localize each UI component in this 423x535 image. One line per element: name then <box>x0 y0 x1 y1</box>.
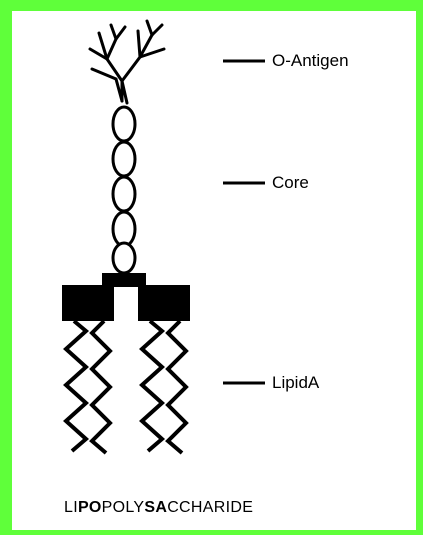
title-seg-2: PO <box>78 499 102 516</box>
title-seg-3: POLY <box>102 499 145 516</box>
core-oligosaccharide <box>113 107 135 273</box>
lipid-a-label: LipidA <box>272 373 319 393</box>
title-seg-4: SA <box>144 499 167 516</box>
lipopolysaccharide-diagram <box>12 11 416 530</box>
o-antigen-label: O-Antigen <box>272 51 349 71</box>
diagram-title: LIPOPOLYSACCHARIDE <box>64 499 253 517</box>
core-label: Core <box>272 173 309 193</box>
leader-lines <box>223 61 265 383</box>
title-seg-5: CCHARIDE <box>167 499 253 516</box>
o-antigen-branches <box>90 21 164 103</box>
lipid-a-chains <box>66 321 186 453</box>
lipid-a-headgroups <box>62 273 190 321</box>
diagram-panel: O-Antigen Core LipidA LIPOPOLYSACCHARIDE <box>12 11 416 530</box>
title-seg-1: LI <box>64 499 78 516</box>
